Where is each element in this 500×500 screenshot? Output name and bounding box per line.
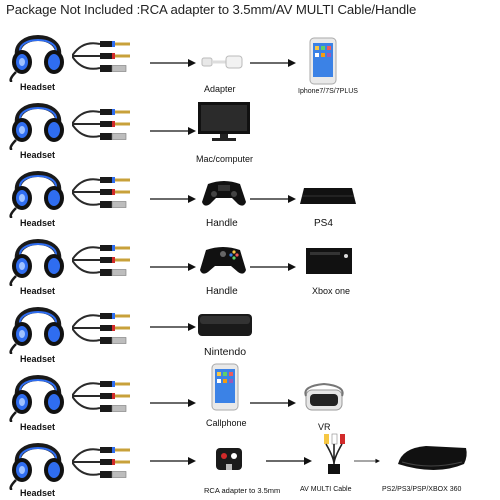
arrow-icon bbox=[250, 58, 296, 68]
target-label: Iphone7/7S/7PLUS bbox=[298, 88, 358, 95]
device-label: Handle bbox=[206, 218, 238, 229]
plugs-icon bbox=[72, 308, 142, 348]
headset-icon bbox=[8, 90, 68, 150]
arrow-icon bbox=[150, 456, 196, 466]
connection-row-5: Headset Callphone VR bbox=[0, 360, 500, 432]
arrow-icon bbox=[250, 262, 296, 272]
plugs-icon bbox=[72, 442, 142, 482]
headset-icon bbox=[8, 430, 68, 490]
plugs-icon bbox=[72, 240, 142, 280]
page-title: Package Not Included :RCA adapter to 3.5… bbox=[6, 2, 417, 17]
plugs-icon bbox=[72, 376, 142, 416]
target2-label: PS2/PS3/PSP/XBOX 360 bbox=[382, 486, 462, 493]
rca-adapter-icon bbox=[216, 448, 242, 470]
ps4-console-icon bbox=[300, 188, 356, 204]
connection-row-1: Headset Mac/computer bbox=[0, 88, 500, 164]
arrow-icon bbox=[250, 194, 296, 204]
headset-label: Headset bbox=[20, 488, 56, 498]
target-label: VR bbox=[318, 422, 331, 432]
arrow-icon bbox=[266, 456, 312, 466]
headset-icon bbox=[8, 22, 68, 82]
arrow-icon bbox=[150, 126, 196, 136]
connection-row-2: Headset Handle PS4 bbox=[0, 156, 500, 229]
plugs-icon bbox=[72, 36, 142, 76]
arrow-icon bbox=[250, 398, 296, 408]
headset-icon bbox=[8, 158, 68, 218]
headset-label: Headset bbox=[20, 82, 56, 92]
headset-icon bbox=[8, 226, 68, 286]
smartphone-icon bbox=[309, 37, 337, 85]
target-label: PS4 bbox=[314, 218, 333, 229]
target-label: Xbox one bbox=[312, 286, 351, 296]
device-label: Nintendo bbox=[204, 346, 247, 358]
headset-label: Headset bbox=[20, 286, 56, 296]
arrow-icon bbox=[150, 262, 196, 272]
ps3-console-icon bbox=[398, 446, 467, 470]
arrow-icon bbox=[150, 194, 196, 204]
plugs-icon bbox=[72, 172, 142, 212]
device-label: Mac/computer bbox=[196, 154, 254, 164]
arrow-icon bbox=[150, 322, 196, 332]
headset-label: Headset bbox=[20, 354, 56, 364]
headset-label: Headset bbox=[20, 218, 56, 228]
lightning-adapter-icon bbox=[201, 55, 243, 69]
connection-row-4: Headset Nintendo bbox=[0, 292, 500, 364]
device-label: Callphone bbox=[206, 418, 247, 428]
connection-row-0: Headset Adapter Iphone7/7S/7PLUS bbox=[0, 20, 500, 95]
headset-label: Headset bbox=[20, 422, 56, 432]
device-label: Handle bbox=[206, 286, 238, 297]
arrow-icon bbox=[354, 456, 380, 466]
ps4-controller-icon bbox=[202, 181, 246, 206]
arrow-icon bbox=[150, 398, 196, 408]
connection-row-6: Headset RCA adapter to 3.5mm AV MULTI Ca… bbox=[0, 428, 500, 498]
connection-row-3: Headset Handle Xbox one bbox=[0, 224, 500, 297]
monitor-icon bbox=[198, 102, 250, 141]
smartphone-icon bbox=[211, 363, 239, 411]
headset-icon bbox=[8, 362, 68, 422]
plugs-icon bbox=[72, 104, 142, 144]
av-multi-cable-icon bbox=[324, 433, 345, 474]
headset-label: Headset bbox=[20, 150, 56, 160]
xbox-controller-icon bbox=[200, 247, 246, 274]
vr-headset-icon bbox=[304, 382, 344, 411]
arrow-icon bbox=[150, 58, 196, 68]
target-label: AV MULTI Cable bbox=[300, 486, 352, 493]
device-label: Adapter bbox=[204, 84, 236, 94]
nintendo-console-icon bbox=[198, 314, 252, 336]
headset-icon bbox=[8, 294, 68, 354]
xbox-console-icon bbox=[306, 248, 352, 274]
device-label: RCA adapter to 3.5mm bbox=[204, 486, 281, 495]
